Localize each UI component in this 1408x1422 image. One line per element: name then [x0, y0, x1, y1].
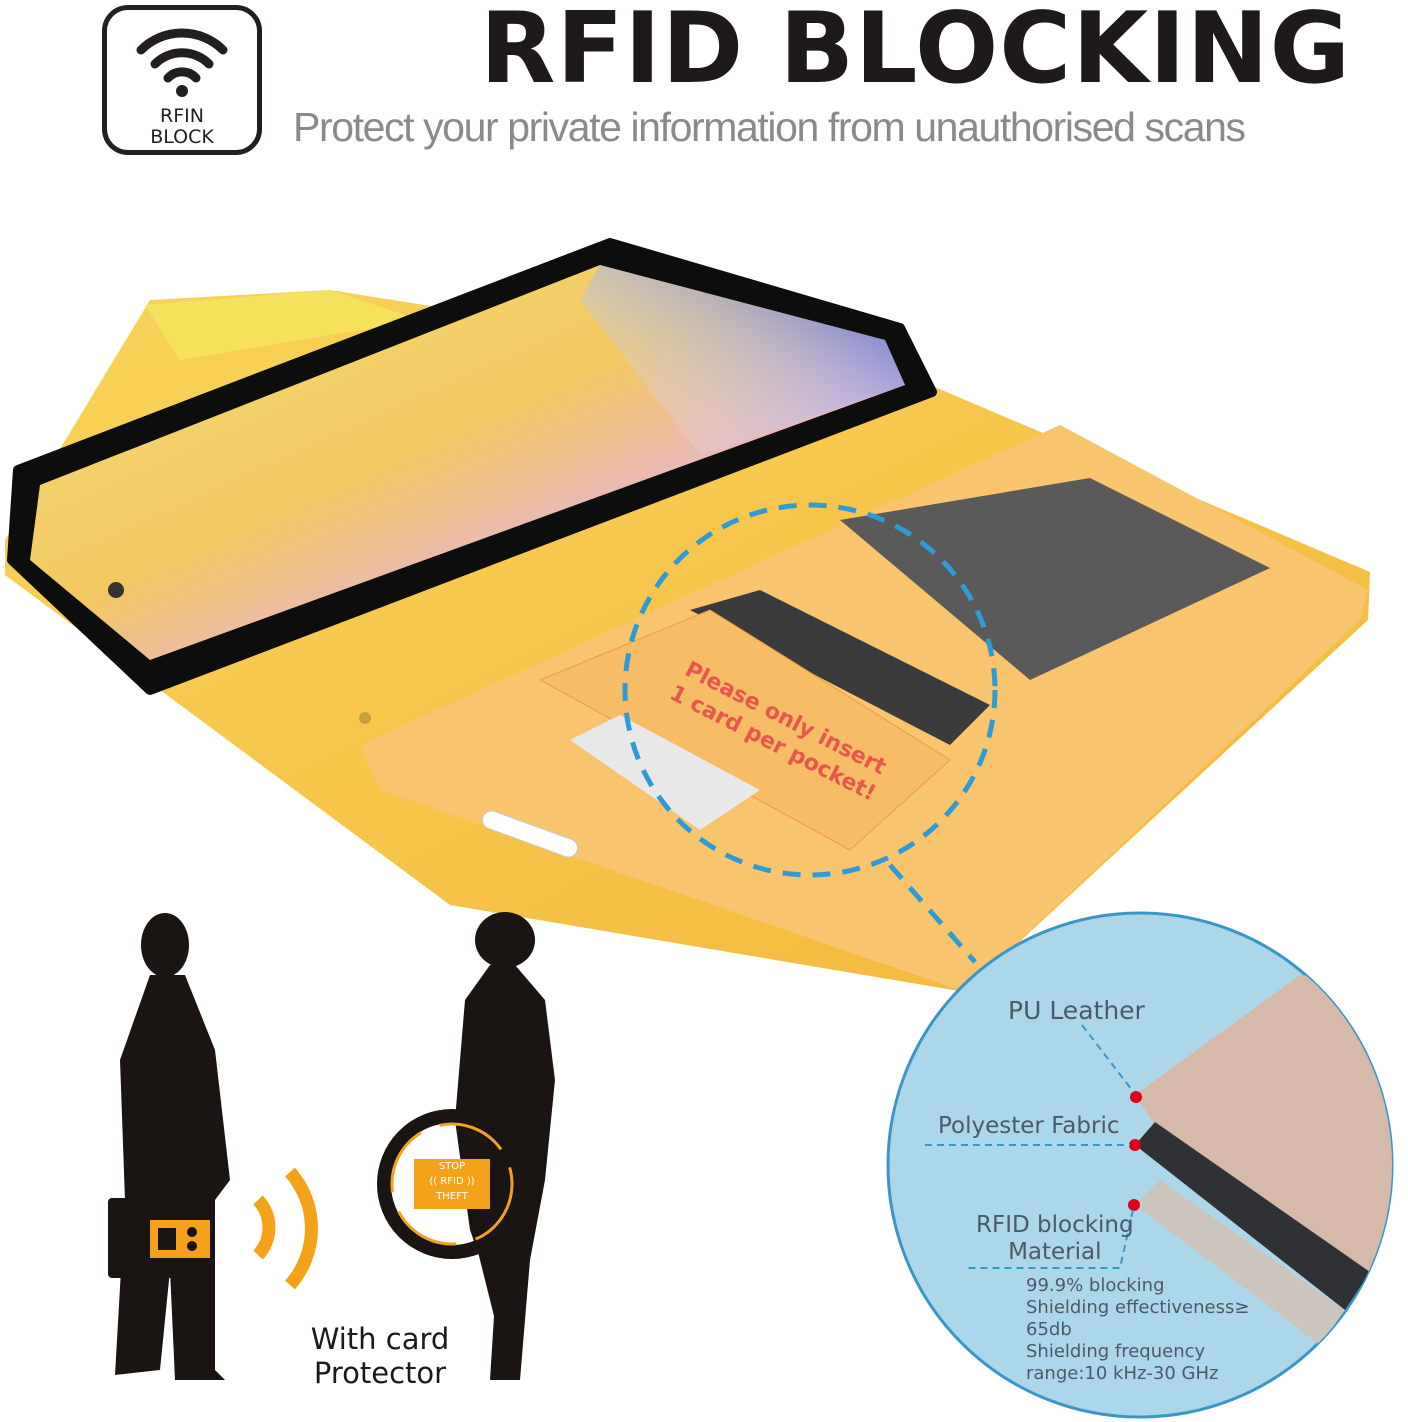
- material-layers-circle: [886, 911, 1394, 1419]
- spec-line: 99.9% blocking: [1026, 1275, 1165, 1296]
- spec-line: range:10 kHz-30 GHz: [1026, 1363, 1219, 1384]
- rfid-layer: [1135, 1180, 1345, 1345]
- page-title: RFID BLOCKING: [480, 0, 1352, 106]
- magnet-clasp: [481, 810, 579, 858]
- page-subtitle: Protect your private information from un…: [293, 104, 1246, 150]
- caption-line-1: With card: [310, 1322, 450, 1356]
- man-silhouette: [108, 913, 230, 1380]
- rfid-specs: 99.9% blocking Shielding effectiveness≥ …: [1026, 1275, 1249, 1385]
- rivet: [359, 712, 371, 724]
- rfid-label-row: (( RFID )): [429, 1176, 475, 1187]
- stop-rfid-theft-badge: STOP (( RFID )) THEFT: [414, 1159, 490, 1209]
- card-protector-caption: With card Protector: [300, 1322, 460, 1390]
- id-window: [840, 478, 1270, 680]
- polyester-layer: [1135, 1122, 1370, 1310]
- headphone-jack: [108, 582, 124, 598]
- red-dot: [1129, 1139, 1141, 1151]
- rfid-material-label: RFID blocking Material: [976, 1212, 1134, 1266]
- wifi-icon: [136, 28, 228, 97]
- spec-line: Shielding frequency: [1026, 1341, 1206, 1362]
- theft-label: THEFT: [436, 1191, 468, 1202]
- polyester-label: Polyester Fabric: [938, 1113, 1120, 1139]
- rfid-label: RFID: [440, 1176, 464, 1187]
- signal-waves-icon: [253, 1167, 318, 1290]
- rfid-label-line-1: RFID blocking: [976, 1212, 1134, 1238]
- red-dot: [1128, 1199, 1140, 1211]
- wallet-strap: [145, 290, 420, 360]
- card: [690, 590, 990, 745]
- caption-line-2: Protector: [313, 1356, 447, 1390]
- phone: [7, 238, 937, 695]
- rfin-block-label: RFIN BLOCK: [107, 106, 257, 148]
- rfid-label-line-2: Material: [1008, 1239, 1102, 1265]
- badge-line-1: RFIN: [160, 105, 204, 127]
- red-dot: [1130, 1091, 1142, 1103]
- zoom-connector: [888, 863, 977, 964]
- woman-silhouette: [377, 912, 555, 1380]
- zoom-indicator: [622, 502, 998, 878]
- stop-label: STOP: [438, 1161, 466, 1172]
- spec-line: 65db: [1026, 1319, 1072, 1340]
- spec-line: Shielding effectiveness≥: [1026, 1297, 1250, 1318]
- cash: [570, 715, 760, 830]
- pu-leather-layer: [1135, 975, 1392, 1290]
- rfin-block-badge: RFIN BLOCK: [102, 5, 262, 155]
- pu-leather-label: PU Leather: [1008, 996, 1145, 1025]
- badge-line-2: BLOCK: [150, 126, 214, 148]
